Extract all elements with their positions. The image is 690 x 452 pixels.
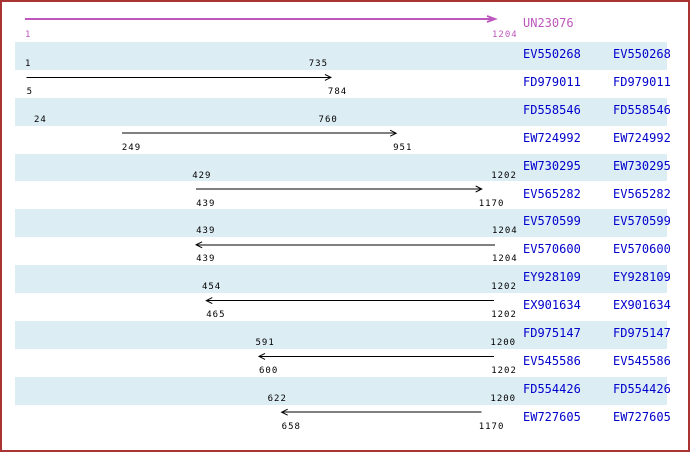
alignment-end-coord: 784 [327, 86, 348, 97]
alignment-start-coord: 622 [267, 393, 287, 404]
alignment-row: 439 1204 EV570599 EV570599 [2, 209, 688, 238]
alignment-row: 249 951 EW724992 EW724992 [2, 126, 688, 154]
alignment-end-coord: 760 [318, 114, 338, 125]
row-band [15, 265, 667, 294]
accession-link[interactable]: EV570600 [523, 242, 581, 257]
alignment-end-coord: 1200 [490, 393, 517, 404]
alignment-end-coord: 951 [393, 142, 413, 153]
alignment-start-coord: 465 [206, 310, 226, 321]
row-band [15, 97, 667, 126]
accession-link[interactable]: FD554426 [523, 381, 581, 396]
alignment-end-coord: 1200 [490, 338, 517, 348]
accession-link[interactable]: EV545586 [523, 353, 581, 368]
accession-link[interactable]: EW730295 [523, 158, 581, 173]
accession-link-secondary[interactable]: EV570600 [613, 242, 671, 257]
reference-end-coord: 1204 [492, 30, 518, 40]
alignment-row: 600 1202 EV545586 EV545586 [2, 349, 688, 377]
alignment-start-coord: 591 [255, 338, 275, 348]
alignment-end-coord: 1170 [478, 421, 505, 432]
alignment-row: 658 1170 EW727605 EW727605 [2, 405, 688, 433]
accession-link[interactable]: EW724992 [523, 130, 581, 145]
accession-link-secondary[interactable]: EW727605 [613, 409, 671, 424]
row-band [15, 376, 667, 405]
alignment-row: 465 1202 EX901634 EX901634 [2, 293, 688, 321]
accession-link-secondary[interactable]: EW730295 [613, 158, 671, 173]
accession-link-secondary[interactable]: EV545586 [613, 353, 671, 368]
accession-link[interactable]: FD979011 [523, 74, 581, 89]
accession-link[interactable]: FD558546 [523, 102, 581, 117]
accession-link-secondary[interactable]: FD975147 [613, 326, 671, 340]
accession-link-secondary[interactable]: EY928109 [613, 270, 671, 285]
alignment-end-coord: 735 [308, 59, 329, 69]
accession-link[interactable]: EV565282 [523, 186, 581, 201]
alignment-end-coord: 1204 [492, 226, 518, 237]
accession-link-secondary[interactable]: EX901634 [613, 298, 671, 313]
alignment-start-coord: 454 [201, 282, 222, 293]
accession-link[interactable]: EW727605 [523, 409, 581, 424]
alignment-row: 454 1202 EY928109 EY928109 [2, 265, 688, 294]
alignment-end-coord: 1204 [492, 254, 518, 265]
alignment-end-coord: 1202 [491, 310, 517, 321]
alignment-start-coord: 439 [196, 198, 216, 209]
alignment-end-coord: 1202 [491, 365, 517, 376]
reference-start-coord: 1 [25, 30, 32, 40]
alignment-row: 24 760 FD558546 FD558546 [2, 97, 688, 126]
alignment-start-coord: 439 [196, 254, 216, 265]
alignment-end-coord: 1202 [491, 282, 517, 293]
alignment-start-coord: 600 [259, 365, 279, 376]
alignment-end-coord: 1202 [491, 170, 517, 181]
alignment-row: 429 1202 EW730295 EW730295 [2, 153, 688, 182]
alignment-start-coord: 1 [25, 59, 32, 69]
alignment-row: 1 735 EV550268 EV550268 [2, 42, 688, 70]
accession-link[interactable]: FD975147 [523, 326, 581, 340]
accession-link[interactable]: EV570599 [523, 214, 581, 229]
row-band [15, 42, 667, 70]
row-band [15, 153, 667, 182]
accession-link[interactable]: EY928109 [523, 270, 581, 285]
accession-link-secondary[interactable]: EV570599 [613, 214, 671, 229]
alignment-row: 5 784 FD979011 FD979011 [2, 70, 688, 98]
alignment-start-coord: 5 [26, 86, 33, 97]
accession-link-secondary[interactable]: EV565282 [613, 186, 671, 201]
accession-link[interactable]: EV550268 [523, 47, 581, 61]
alignment-row: 591 1200 FD975147 FD975147 [2, 321, 688, 349]
alignment-row: 439 1170 EV565282 EV565282 [2, 182, 688, 210]
alignment-row: 622 1200 FD554426 FD554426 [2, 376, 688, 405]
accession-link[interactable]: EX901634 [523, 298, 581, 313]
row-band [15, 209, 667, 238]
alignment-start-coord: 429 [192, 170, 212, 181]
accession-link-secondary[interactable]: FD558546 [613, 102, 671, 117]
accession-link-secondary[interactable]: EV550268 [613, 47, 671, 61]
row-band [15, 321, 667, 349]
reference-row: 1 1204 UN23076 [2, 2, 688, 42]
alignment-start-coord: 249 [121, 142, 142, 153]
alignment-row: 439 1204 EV570600 EV570600 [2, 237, 688, 265]
alignment-end-coord: 1170 [478, 198, 505, 209]
alignment-start-coord: 658 [281, 421, 301, 432]
reference-name: UN23076 [523, 16, 574, 30]
accession-link-secondary[interactable]: FD979011 [613, 74, 671, 89]
accession-link-secondary[interactable]: FD554426 [613, 381, 671, 396]
alignment-start-coord: 24 [33, 114, 47, 125]
accession-link-secondary[interactable]: EW724992 [613, 130, 671, 145]
alignment-start-coord: 439 [196, 226, 216, 237]
